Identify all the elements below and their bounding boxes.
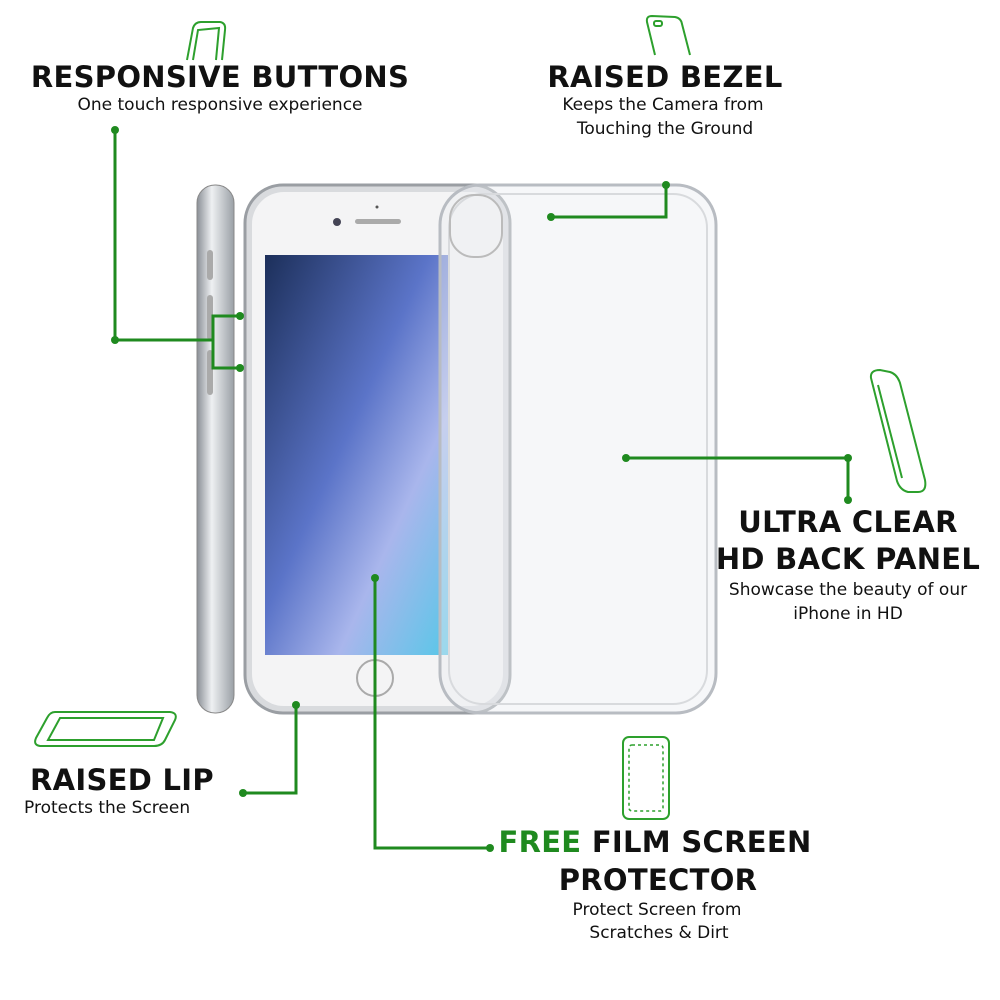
callout-lines: [113, 130, 850, 850]
film-subtitle-1: Protect Screen from: [572, 900, 742, 920]
back-panel-subtitle-2: iPhone in HD: [793, 604, 903, 624]
phone-side-view: [196, 184, 235, 714]
film-title-1: FREE FILM SCREEN: [498, 825, 811, 859]
phone-side-outline-icon: [186, 21, 227, 61]
responsive-buttons-subtitle: One touch responsive experience: [77, 95, 363, 115]
screen-protector-outline-icon: [622, 736, 670, 820]
back-panel-title-2: HD BACK PANEL: [715, 542, 981, 576]
raised-lip-title: RAISED LIP: [30, 763, 214, 797]
film-title-2: PROTECTOR: [558, 863, 758, 897]
case-tilted-outline-icon: [869, 368, 927, 493]
clear-case: [438, 183, 718, 715]
raised-lip-subtitle: Protects the Screen: [24, 798, 191, 818]
film-title-rest: FILM SCREEN: [581, 825, 812, 859]
raised-bezel-subtitle-1: Keeps the Camera from: [562, 95, 764, 115]
case-flat-outline-icon: [34, 711, 177, 747]
callout-dots: [111, 126, 852, 852]
back-panel-title-1: ULTRA CLEAR: [738, 505, 958, 539]
back-panel-subtitle-1: Showcase the beauty of our: [728, 580, 968, 600]
raised-bezel-title: RAISED BEZEL: [547, 60, 783, 94]
raised-bezel-subtitle-2: Touching the Ground: [576, 119, 754, 139]
film-title-highlight: FREE: [498, 825, 582, 859]
phone-back-outline-icon: [645, 14, 691, 56]
responsive-buttons-title: RESPONSIVE BUTTONS: [30, 60, 410, 94]
film-subtitle-2: Scratches & Dirt: [589, 923, 729, 943]
